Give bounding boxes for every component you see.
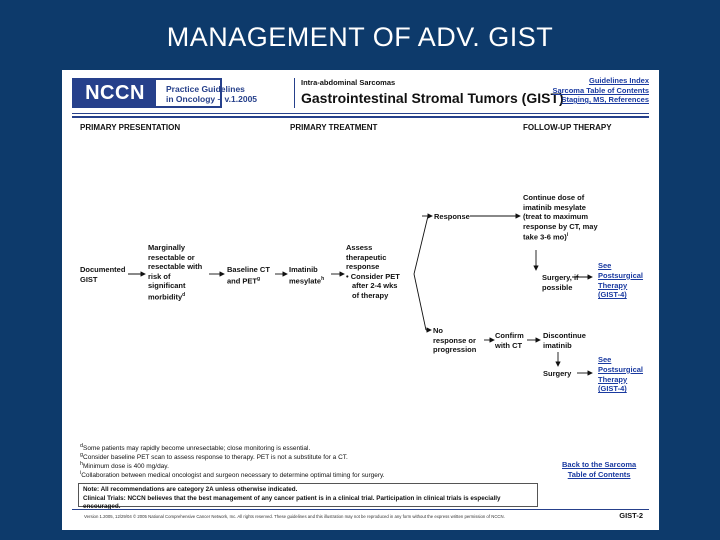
footnote-d: dSome patients may rapidly become unrese…	[80, 443, 311, 453]
header-subtitle: Intra-abdominal Sarcomas	[301, 78, 396, 87]
footnote-g: gConsider baseline PET scan to assess re…	[80, 452, 348, 462]
arrow-branch-no-response	[413, 273, 427, 331]
footer-rule	[72, 509, 649, 510]
nccn-logo: NCCN Practice Guidelines in Oncology – v…	[72, 78, 257, 108]
col-primary-presentation: PRIMARY PRESENTATION	[80, 123, 181, 132]
footnote-h: hMinimum dose is 400 mg/day.	[80, 461, 169, 471]
practice-guidelines-label: Practice Guidelines in Oncology – v.1.20…	[166, 84, 258, 104]
slide-title: MANAGEMENT OF ADV. GIST	[166, 22, 554, 52]
col-primary-treatment: PRIMARY TREATMENT	[290, 123, 378, 132]
col-follow-up-therapy: FOLLOW-UP THERAPY	[523, 123, 612, 132]
guideline-page: NCCN Practice Guidelines in Oncology – v…	[62, 70, 659, 530]
response-label: Response	[434, 212, 470, 221]
note-box: Note: All recommendations are category 2…	[78, 483, 538, 510]
surgery-label: Surgery	[543, 369, 572, 378]
arrow-branch-response	[413, 215, 430, 275]
guidelines-index-link[interactable]: Guidelines Index	[588, 76, 649, 85]
staging-link[interactable]: Staging, MS, References	[561, 95, 649, 104]
header-divider	[294, 78, 295, 108]
header-rule-thick	[72, 116, 649, 118]
footnote-i: iCollaboration between medical oncologis…	[80, 470, 385, 480]
header-title: Gastrointestinal Stromal Tumors (GIST)	[301, 90, 564, 106]
sarcoma-toc-link[interactable]: Sarcoma Table of Contents	[552, 85, 649, 95]
copyright-text: Version 1.2005, 12/29/04 © 2005 National…	[84, 514, 505, 519]
flow-arrows	[128, 213, 593, 376]
page-code: GIST-2	[619, 511, 643, 520]
header-links: Guidelines Index Sarcoma Table of Conten…	[552, 76, 649, 105]
header-rule	[72, 113, 649, 114]
logo-text: NCCN	[74, 80, 156, 106]
